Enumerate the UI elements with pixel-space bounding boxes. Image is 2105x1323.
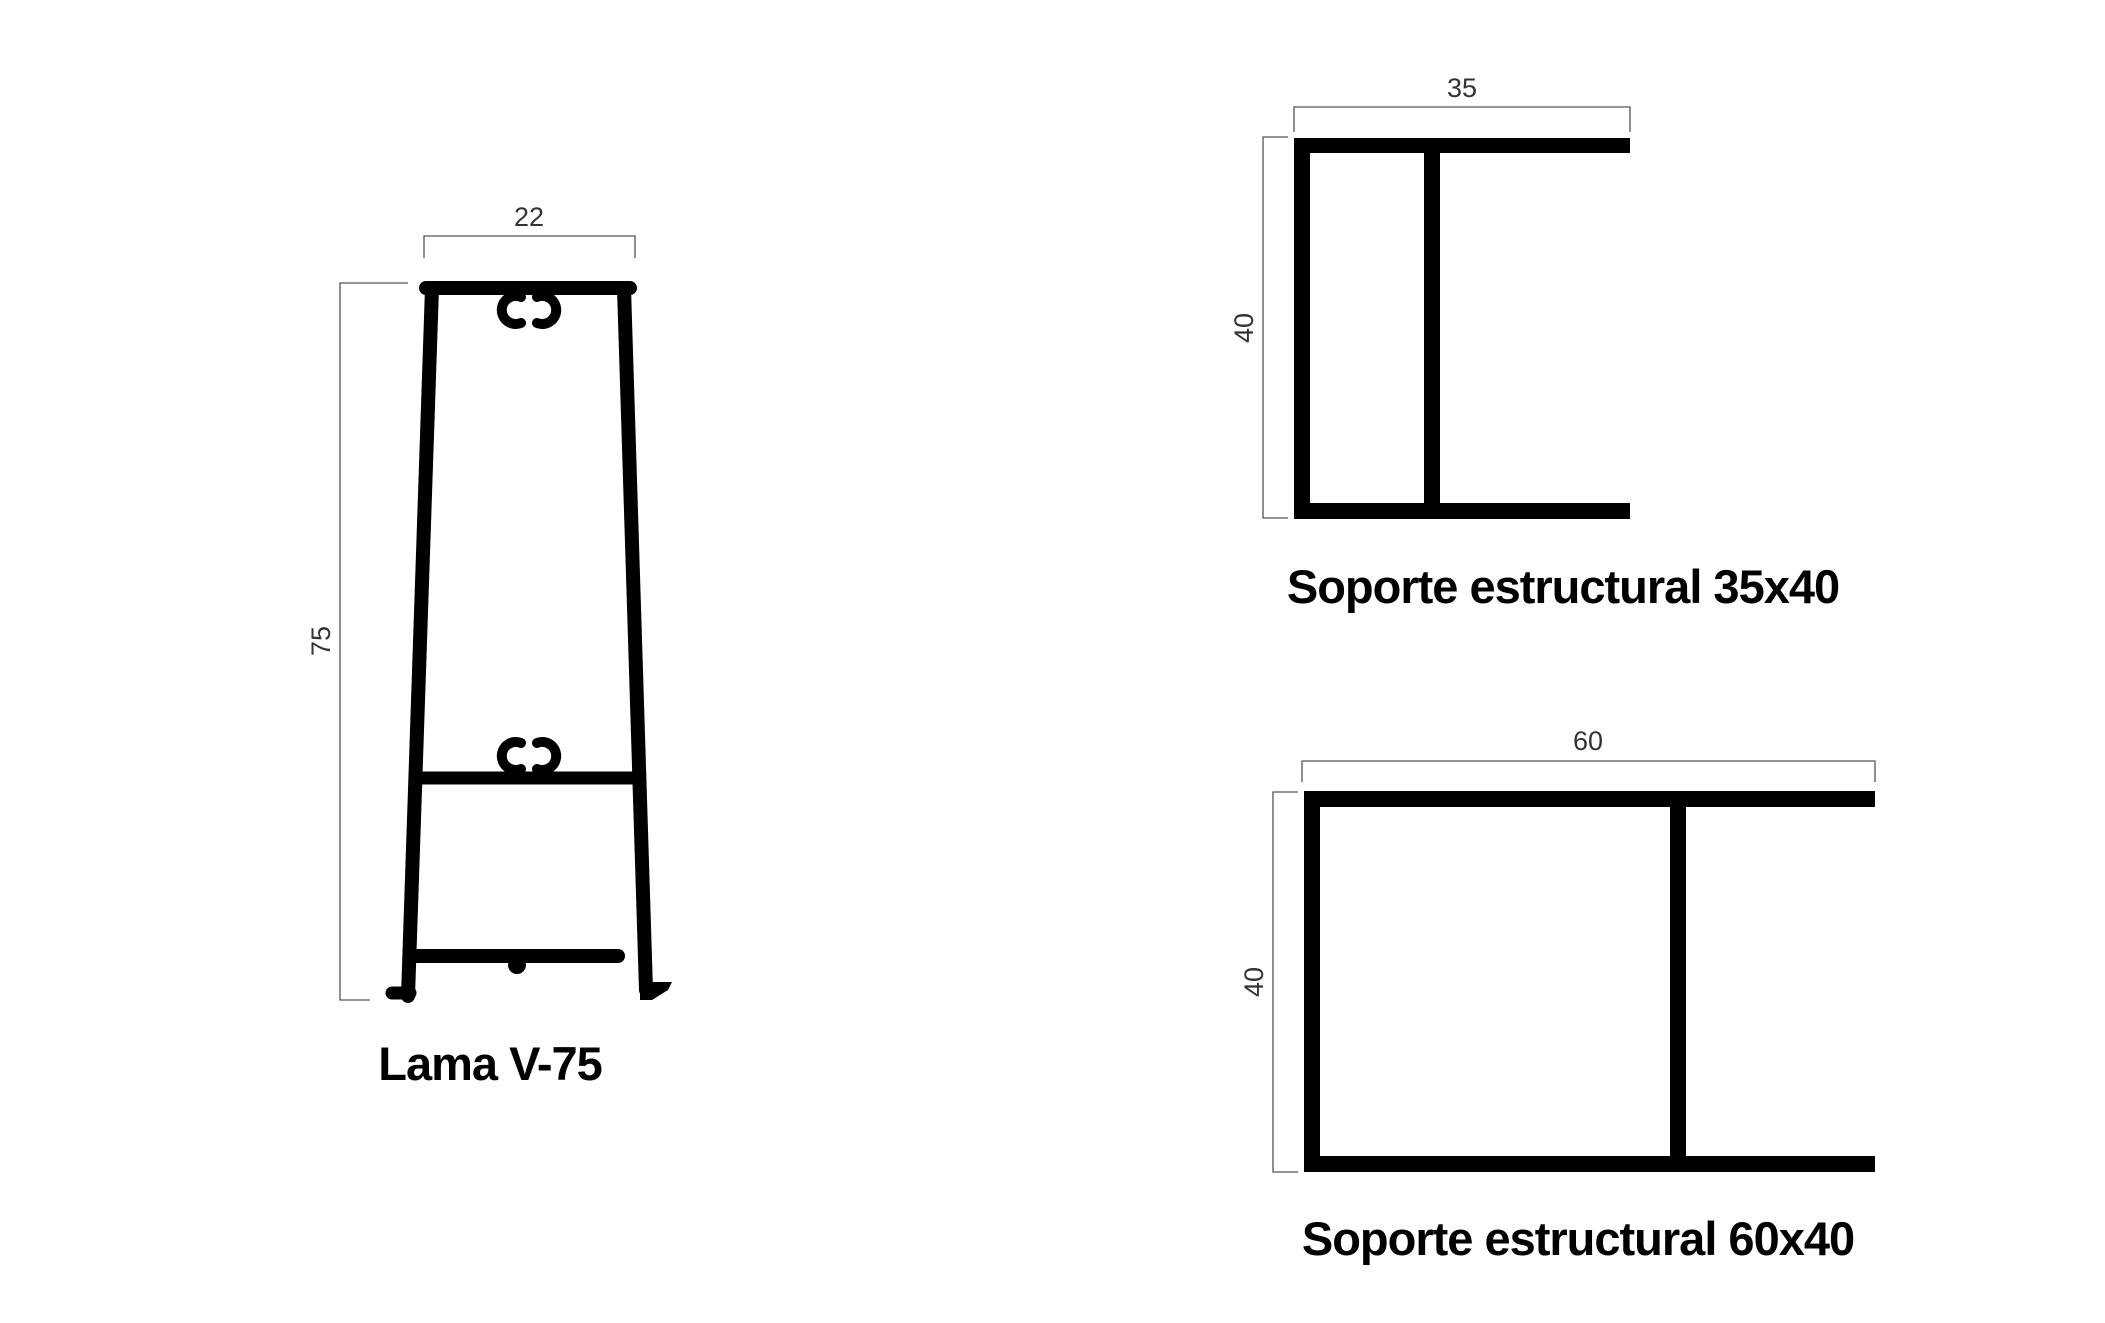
lama-height-dimension-line <box>339 282 408 1001</box>
soporte-60x40-title: Soporte estructural 60x40 <box>1302 1212 1854 1265</box>
soporte-35x40-group: 35 40 Soporte estructural 35x40 <box>1229 73 1840 613</box>
soporte-60x40-height-label: 40 <box>1239 967 1269 997</box>
soporte-35x40-profile-shape <box>1294 138 1630 519</box>
soporte-60x40-width-label: 60 <box>1573 726 1603 756</box>
soporte-60x40-height-dimension-line <box>1272 791 1298 1173</box>
soporte-35x40-height-dimension-line <box>1262 136 1288 519</box>
lama-v75-group: 22 75 Lama <box>306 202 672 1090</box>
lama-title: Lama V-75 <box>378 1037 602 1090</box>
soporte-35x40-width-label: 35 <box>1447 73 1477 103</box>
lama-width-dimension-line <box>423 235 636 258</box>
soporte-60x40-group: 60 40 Soporte estructural 60x40 <box>1239 726 1876 1265</box>
lama-width-label: 22 <box>514 202 544 232</box>
soporte-60x40-profile-shape <box>1304 791 1875 1172</box>
soporte-35x40-title: Soporte estructural 35x40 <box>1287 560 1839 613</box>
lama-height-label: 75 <box>306 626 336 656</box>
lama-profile-shape <box>385 281 672 1003</box>
soporte-35x40-width-dimension-line <box>1293 106 1631 132</box>
soporte-35x40-height-label: 40 <box>1229 313 1259 343</box>
soporte-60x40-width-dimension-line <box>1301 760 1876 782</box>
